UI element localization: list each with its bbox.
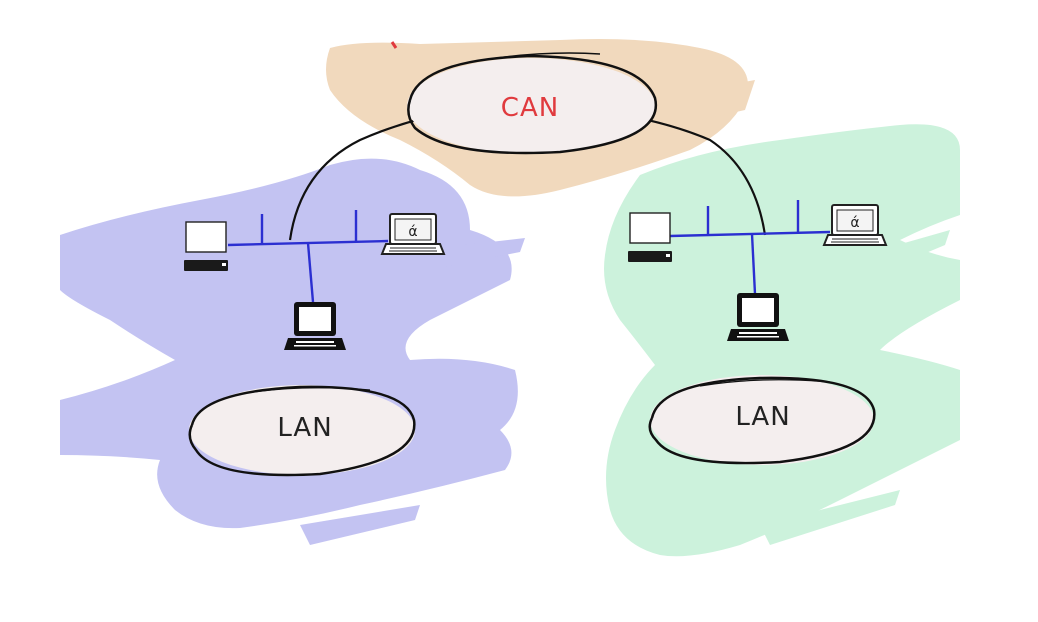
apple-laptop-icon (381, 213, 445, 255)
can-label: CAN (501, 93, 559, 123)
left-lan-area-blob (60, 158, 525, 545)
apple-laptop-icon (823, 204, 887, 246)
lan-label-left: LAN (277, 413, 332, 443)
desktop-computer-icon (183, 221, 229, 272)
can-node: CAN (407, 52, 658, 155)
right-lan-node: LAN (648, 375, 876, 465)
right-network-wiring (669, 200, 831, 295)
desktop-computer-icon (627, 212, 673, 263)
red-mark (390, 41, 398, 49)
lan-label-right: LAN (735, 402, 790, 432)
left-lan-node: LAN (188, 385, 416, 477)
left-network-wiring (227, 210, 389, 303)
